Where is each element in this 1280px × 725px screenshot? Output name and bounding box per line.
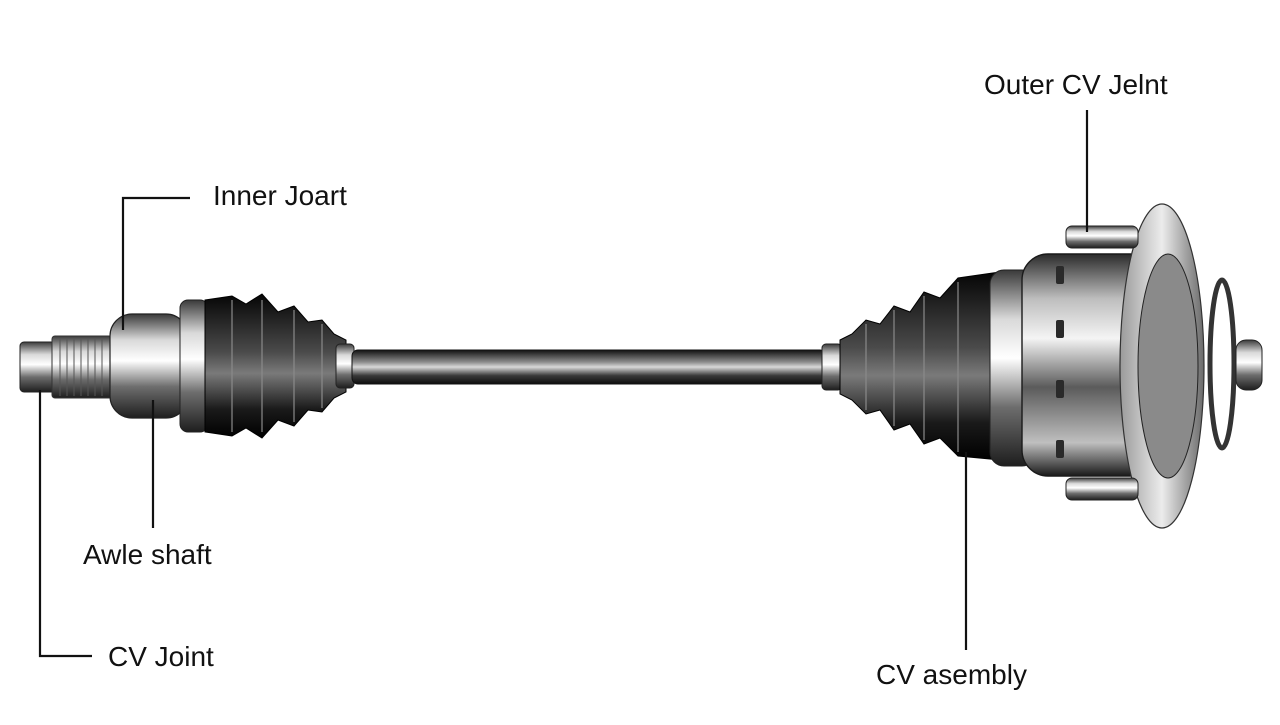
outer-boot: [821, 271, 1001, 461]
leader-cv-joint: [38, 390, 92, 658]
axle-shaft-bar: [351, 349, 827, 385]
label-cv-assembly: CV asembly: [876, 659, 1027, 690]
outer-cv-hub: [989, 203, 1263, 529]
leader-inner-joint: [121, 196, 190, 330]
inner-boot: [204, 293, 355, 439]
label-cv-joint: CV Joint: [108, 641, 214, 672]
wheel-stud: [1065, 225, 1139, 501]
label-outer-cv-joint: Outer CV Jelnt: [984, 69, 1168, 100]
leader-lines: [38, 110, 1089, 658]
label-axle-shaft: Awle shaft: [83, 539, 212, 570]
inner-stub-spline: [19, 335, 113, 399]
label-inner-joint: Inner Joart: [213, 180, 347, 211]
inner-cv-housing: [109, 299, 209, 433]
